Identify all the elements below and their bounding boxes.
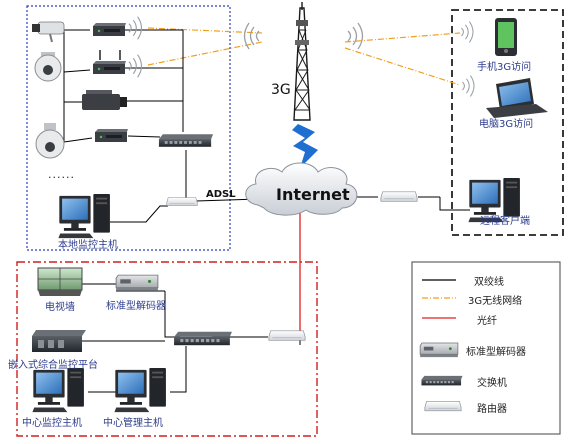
more-devices-ellipsis: ......	[48, 168, 75, 181]
dvr-icon	[93, 23, 126, 36]
internet-label: Internet	[276, 185, 350, 204]
legend-decoder-icon	[419, 342, 459, 358]
pc-3g-label: 电脑3G访问	[479, 119, 534, 130]
3g-tower	[243, 2, 364, 121]
tv-wall-icon	[37, 267, 83, 296]
internet-cloud	[245, 162, 358, 216]
legend-switch-icon	[421, 375, 463, 386]
mobile-phone-icon	[495, 18, 517, 56]
switch-icon	[158, 134, 214, 147]
camera-dome-icon	[34, 52, 62, 82]
wireless-encoder-icon	[93, 50, 126, 74]
legend-switch-label: 交换机	[477, 378, 507, 389]
waves-icon	[460, 21, 474, 43]
center-monitor-pc-icon	[32, 368, 84, 413]
embedded-platform-icon	[32, 330, 86, 352]
waves-icon	[461, 75, 475, 97]
decoder-icon	[115, 274, 159, 292]
center-monitor-host-label: 中心监控主机	[22, 418, 82, 429]
router-icon	[380, 191, 418, 202]
laptop-icon	[486, 78, 548, 118]
legend-router-label: 路由器	[477, 404, 507, 415]
local-host-label: 本地监控主机	[58, 240, 118, 251]
waves-icon	[128, 16, 143, 40]
legend-router-icon	[424, 400, 462, 412]
adsl-label: ADSL	[206, 189, 236, 200]
monitoring-center-box	[16, 261, 318, 437]
legend-twisted-pair-label: 双绞线	[474, 277, 504, 288]
std-decoder-label: 标准型解码器	[106, 301, 166, 312]
center-mgmt-pc-icon	[114, 368, 166, 413]
remote-access-box	[451, 9, 564, 236]
camera-bullet-icon	[32, 21, 65, 43]
local-site-box	[26, 5, 231, 251]
twisted-pair-links	[63, 29, 470, 393]
waves-icon	[128, 54, 143, 78]
embedded-platform-label: 嵌入式综合监控平台	[8, 360, 98, 371]
legend-decoder-label: 标准型解码器	[466, 347, 526, 358]
router-icon	[268, 330, 306, 341]
mobile-3g-label: 手机3G访问	[477, 62, 532, 73]
encoder-icon	[95, 129, 128, 142]
remote-client-label: 远程客户端	[480, 216, 530, 227]
camera-ptz-icon	[35, 123, 65, 159]
lightning-icon	[292, 124, 318, 168]
tower-label: 3G	[271, 82, 291, 98]
center-mgmt-host-label: 中心管理主机	[103, 418, 163, 429]
local-host-pc-icon	[58, 194, 110, 239]
wireless-3g-links	[147, 27, 461, 86]
camera-box-icon	[82, 90, 127, 110]
tv-wall-label: 电视墙	[45, 302, 75, 313]
legend-fiber-label: 光纤	[477, 316, 497, 327]
legend-box	[411, 261, 561, 435]
switch-icon	[174, 331, 232, 346]
legend-wireless-label: 3G无线网络	[468, 296, 523, 307]
router-icon	[166, 197, 198, 207]
